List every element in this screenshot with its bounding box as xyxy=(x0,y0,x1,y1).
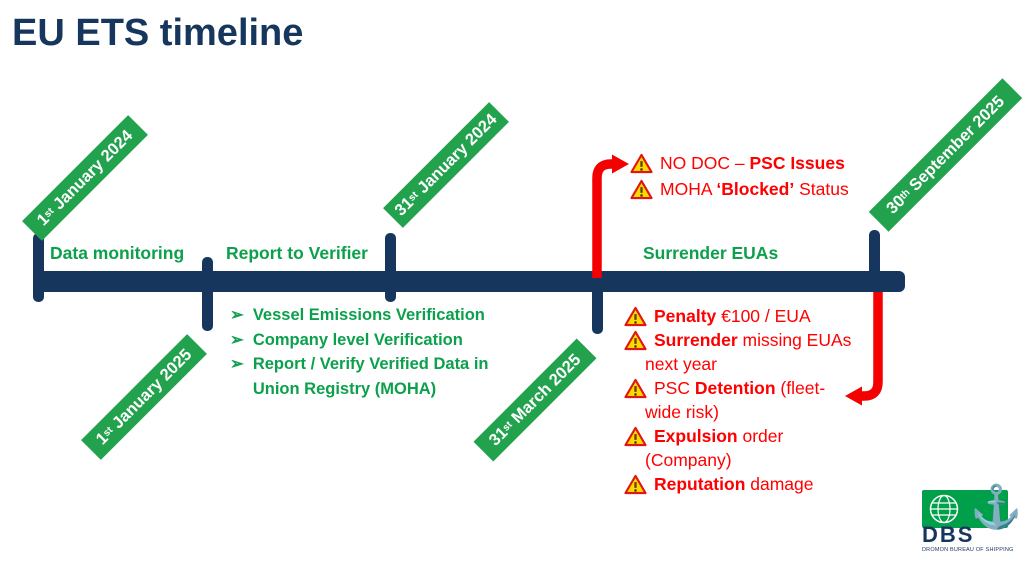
warning-triangle-icon xyxy=(624,474,647,495)
warning-text-bold: ‘Blocked’ xyxy=(716,178,795,199)
warning-text: missing EUAs xyxy=(737,329,852,350)
warning-line: Reputation damage xyxy=(624,472,851,496)
warning-text-bold: Detention xyxy=(694,377,776,398)
warning-text: next year xyxy=(645,353,717,374)
warning-triangle-icon xyxy=(624,378,647,399)
timeline-tick-31mar2025 xyxy=(592,270,603,334)
warning-text: (Company) xyxy=(645,449,732,470)
timeline-bar xyxy=(33,271,905,292)
red-arrow-up-icon xyxy=(592,154,629,278)
warning-text: NO DOC – xyxy=(660,152,750,173)
warning-text: order xyxy=(737,425,784,446)
task-text: Report / Verify Verified Data in Union R… xyxy=(252,355,489,398)
timeline-tick-1jan2024 xyxy=(33,233,44,302)
date-ordinal: st xyxy=(42,205,57,221)
warning-triangle-icon xyxy=(624,426,647,447)
warning-line: Surrender missing EUAs xyxy=(624,328,851,352)
doc-warning-list: NO DOC – PSC Issues MOHA ‘Blocked’ Statu… xyxy=(630,150,849,202)
warning-line: NO DOC – PSC Issues xyxy=(630,150,849,176)
warning-text: wide risk) xyxy=(645,401,719,422)
logo-caption: DROMON BUREAU OF SHIPPING xyxy=(922,547,1014,553)
warning-triangle-icon xyxy=(624,306,647,327)
warning-triangle-icon xyxy=(630,179,653,200)
anchor-icon: ⚓ xyxy=(970,483,1023,530)
warning-line: Penalty €100 / EUA xyxy=(624,304,851,328)
warning-text-bold: PSC Issues xyxy=(749,152,845,173)
warning-triangle-icon xyxy=(630,153,653,174)
warning-line-continuation: next year xyxy=(624,352,851,376)
logo-wordmark: DBS xyxy=(922,522,975,547)
warning-text: €100 / EUA xyxy=(716,305,811,326)
red-arrow-down-icon xyxy=(845,292,883,406)
phase-label-data-monitoring: Data monitoring xyxy=(50,243,185,263)
arrow-bullet-icon: ➢ xyxy=(230,355,244,373)
date-rest: September 2025 xyxy=(902,92,1008,198)
warning-line: PSC Detention (fleet- xyxy=(624,376,851,400)
warning-line-continuation: wide risk) xyxy=(624,400,851,424)
globe-icon xyxy=(929,494,959,524)
warning-text: (fleet- xyxy=(775,377,826,398)
warning-text: Status xyxy=(794,178,849,199)
timeline-tick-1jan2025 xyxy=(202,257,213,331)
verifier-task-list: ➢ Vessel Emissions Verification ➢ Company … xyxy=(230,303,512,401)
list-item: ➢ Vessel Emissions Verification xyxy=(230,303,512,328)
arrow-bullet-icon: ➢ xyxy=(230,306,244,324)
task-text: Vessel Emissions Verification xyxy=(252,306,485,324)
date-rest: March 2025 xyxy=(504,350,585,430)
date-ordinal: th xyxy=(898,187,913,202)
task-text: Company level Verification xyxy=(252,330,463,349)
date-rest: January 2024 xyxy=(46,126,137,217)
date-rest: January 2025 xyxy=(105,345,196,436)
warning-line: MOHA ‘Blocked’ Status xyxy=(630,176,849,202)
warning-text-bold: Surrender xyxy=(654,329,738,350)
warning-text-bold: Expulsion xyxy=(654,425,738,446)
warning-text-bold: Penalty xyxy=(654,305,717,326)
page-title: EU ETS timeline xyxy=(12,12,304,54)
warning-line-continuation: (Company) xyxy=(624,448,851,472)
dbs-logo: ⚓ DBS DROMON BUREAU OF SHIPPING xyxy=(920,486,1022,556)
warning-text-bold: Reputation xyxy=(654,473,746,494)
warning-triangle-icon xyxy=(624,330,647,351)
penalty-warning-list: Penalty €100 / EUA Surrender missing EUA… xyxy=(624,304,851,496)
phase-label-report-to-verifier: Report to Verifier xyxy=(226,243,368,263)
warning-text: PSC xyxy=(654,377,695,398)
date-ordinal: st xyxy=(500,419,515,434)
timeline-tick-30sep2025 xyxy=(869,230,880,292)
timeline-tick-31jan2024 xyxy=(385,233,396,302)
date-rest: January 2024 xyxy=(410,110,501,200)
phase-label-surrender-euas: Surrender EUAs xyxy=(643,243,779,263)
date-ordinal: st xyxy=(101,424,116,440)
list-item: ➢ Report / Verify Verified Data in Union … xyxy=(230,352,512,401)
warning-line: Expulsion order xyxy=(624,424,851,448)
warning-text: damage xyxy=(745,473,814,494)
warning-text: MOHA xyxy=(660,178,717,199)
logo-green-box xyxy=(922,490,1008,528)
arrow-bullet-icon: ➢ xyxy=(230,330,244,349)
date-ordinal: st xyxy=(406,189,421,204)
list-item: ➢ Company level Verification xyxy=(230,328,512,353)
